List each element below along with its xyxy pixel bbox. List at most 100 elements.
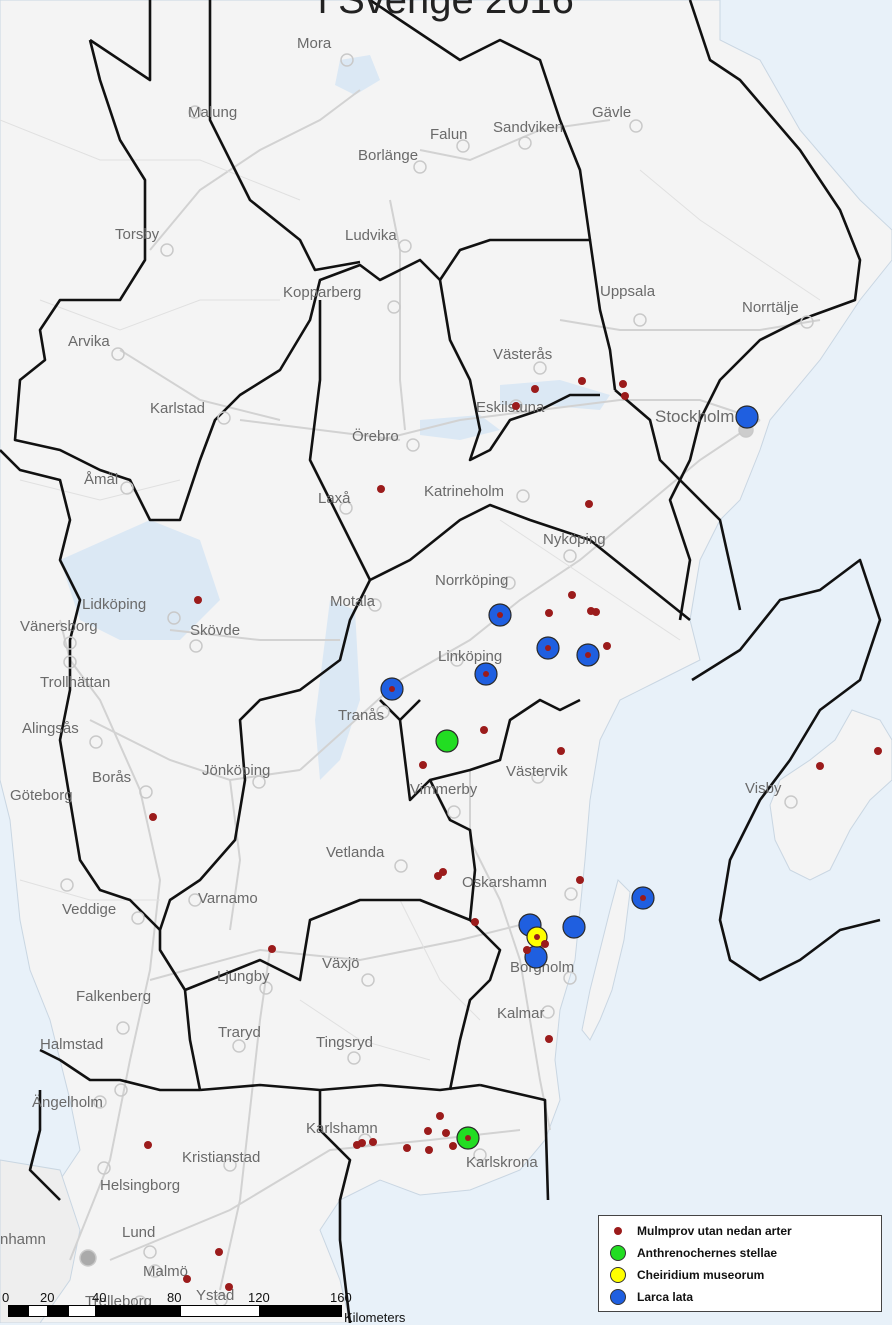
scale-tick: 120 (248, 1290, 270, 1305)
city-label: Eskilstuna (476, 399, 545, 416)
city-label: Borlänge (358, 147, 418, 164)
city-label: Västerås (493, 346, 552, 363)
city-label: Mora (297, 35, 332, 52)
city-label: Stockholm (655, 407, 734, 426)
city-label: Karlshamn (306, 1120, 378, 1137)
city-label: Lidköping (82, 596, 146, 613)
city-label: Lund (122, 1224, 155, 1241)
scale-tick: 20 (40, 1290, 55, 1305)
city-label: Vetlanda (326, 844, 385, 861)
legend-item-mulmprov: Mulmprov utan nedan arter (605, 1220, 875, 1242)
city-label: Veddige (62, 901, 116, 918)
city-label: Kristianstad (182, 1149, 260, 1166)
scale-tick: 40 (92, 1290, 107, 1305)
city-labels: Mora Malung Falun Sandviken Gävle Borlän… (0, 35, 799, 1310)
scale-tick: 160 (330, 1290, 352, 1305)
city-label: Gävle (592, 104, 631, 121)
legend-item-larca: Larca lata (605, 1286, 875, 1308)
scale-tick: 80 (167, 1290, 182, 1305)
legend-label: Mulmprov utan nedan arter (637, 1224, 792, 1238)
scale-segment (48, 1305, 68, 1317)
city-label: Karlskrona (466, 1154, 538, 1171)
city-label: Växjö (322, 955, 360, 972)
legend-item-cheiridium: Cheiridium museorum (605, 1264, 875, 1286)
scale-segment (260, 1305, 342, 1317)
city-label: Linköping (438, 648, 502, 665)
city-label: Katrineholm (424, 483, 504, 500)
scale-tick: 0 (2, 1290, 10, 1305)
city-label: Tranås (338, 707, 384, 724)
legend: Mulmprov utan nedan arter Anthrenocherne… (598, 1215, 882, 1312)
city-label: Halmstad (40, 1036, 103, 1053)
city-label: Karlstad (150, 400, 205, 417)
city-label: Åmål (84, 471, 118, 488)
scale-segment (8, 1305, 28, 1317)
legend-label: Larca lata (637, 1290, 694, 1304)
lake-siljan (335, 55, 380, 95)
scale-segment (96, 1305, 180, 1317)
lake-vanern (60, 520, 220, 640)
anthrenochernes-records (435, 729, 480, 1150)
lake-vattern (315, 600, 360, 780)
yellow-circle-icon (605, 1267, 631, 1283)
city-label: Vänersborg (20, 618, 98, 635)
gotland-island (769, 709, 892, 881)
city-label: Ljungby (217, 968, 270, 985)
small-red-dot-icon (605, 1227, 631, 1235)
legend-label: Cheiridium museorum (637, 1268, 765, 1282)
map-title: i Sverige 2016 (318, 0, 574, 22)
mulmprov-samples (144, 377, 882, 1291)
green-circle-icon (605, 1245, 631, 1261)
city-label: Göteborg (10, 787, 73, 804)
city-label: Arvika (68, 333, 110, 350)
city-label: Kopparberg (283, 284, 361, 301)
city-label: Vimmerby (410, 781, 478, 798)
lake-malaren (500, 380, 610, 410)
city-label: Kalmar (497, 1005, 545, 1022)
blue-circle-icon (605, 1289, 631, 1305)
legend-item-anthrenochernes: Anthrenochernes stellae (605, 1242, 875, 1264)
city-label: Nyköping (543, 531, 606, 548)
city-label: Motala (330, 593, 376, 610)
scale-segment (68, 1305, 96, 1317)
city-label: Västervik (506, 763, 568, 780)
city-label: Traryd (218, 1024, 261, 1041)
city-label: Malung (188, 104, 237, 121)
scale-bar: 0 20 40 80 120 160 Kilometers (0, 1288, 460, 1325)
city-label: Borgholm (510, 959, 574, 976)
scale-segment (28, 1305, 48, 1317)
city-label: Tingsryd (316, 1034, 373, 1051)
zealand-land (0, 1159, 81, 1323)
city-label: Sandviken (493, 119, 563, 136)
scale-unit: Kilometers (344, 1310, 406, 1325)
city-label: Borås (92, 769, 131, 786)
city-label: Ängelholm (32, 1094, 103, 1111)
larca-lata-marker (562, 915, 586, 939)
city-label: Örebro (352, 427, 399, 445)
city-label: Norrtälje (742, 299, 799, 316)
city-label: Varnamo (198, 890, 258, 907)
city-label: Falkenberg (76, 988, 151, 1005)
city-label: Falun (430, 126, 468, 143)
city-label: Trollhättan (40, 674, 110, 691)
city-label: Jönköping (202, 762, 270, 779)
scale-segment (180, 1305, 260, 1317)
minor-roads (0, 119, 821, 1061)
city-label: Norrköping (435, 572, 508, 589)
oland-island (581, 879, 631, 1041)
anthrenochernes-marker (435, 729, 459, 753)
city-label: Ystad (196, 1287, 234, 1304)
city-label: Malmö (143, 1263, 188, 1280)
city-label: Skövde (190, 622, 240, 639)
city-label: Helsingborg (100, 1177, 180, 1194)
city-label: Alingsås (22, 720, 79, 737)
city-label: Torsby (115, 226, 160, 243)
city-label: Ludvika (345, 227, 397, 244)
city-label: nhamn (0, 1231, 46, 1248)
city-label: Oskarshamn (462, 874, 547, 891)
city-label: Laxå (318, 490, 351, 507)
larca-lata-marker (735, 405, 759, 429)
city-label: Visby (745, 780, 782, 797)
